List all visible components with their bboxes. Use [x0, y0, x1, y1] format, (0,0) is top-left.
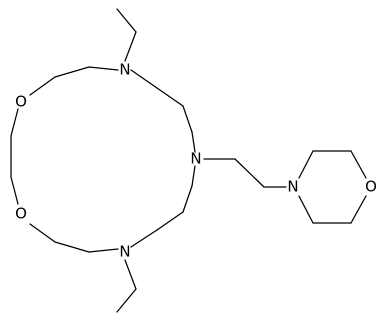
bond-c-left-upper-to-o-ring-upper: [29, 76, 56, 96]
atom-labels: N N N N O O O: [15, 61, 377, 261]
bond-n-morpholine-to-c-upper-left: [298, 150, 314, 179]
bond-c-right-upper-to-c-right-mid-upper: [156, 87, 184, 107]
bond-c-left-mid-lower-to-o-ring-lower: [10, 176, 19, 205]
bond-c-lower-left-to-n-morpholine: [298, 195, 314, 224]
bond-n-top-to-c-right-upper: [130, 69, 158, 89]
bond-o-ring-upper-to-c-left-mid-upper: [10, 108, 19, 137]
bond-n-middle-to-c-right-lower: [191, 165, 196, 187]
oxygen-atom-morpholine: O: [365, 178, 377, 196]
bond-c-right-mid-to-n-middle: [191, 131, 196, 153]
nitrogen-atom-middle: N: [190, 150, 201, 168]
linker-bonds: [203, 158, 287, 188]
macrocycle-bonds: [10, 66, 196, 253]
bond-bottom-ethyl-ch2-to-ch3: [116, 288, 137, 313]
bond-c-top-left-to-c-left-upper: [54, 66, 90, 78]
bond-c-right-lower-to-c-right-mid-lower: [182, 185, 193, 213]
nitrogen-atom-morpholine: N: [287, 178, 298, 196]
bond-n-top-to-c-top-left: [88, 66, 119, 71]
morpholine-ring-bonds: [298, 150, 367, 224]
oxygen-atom-ring-upper: O: [15, 93, 27, 111]
nitrogen-atom-top: N: [119, 61, 130, 79]
ethyl-substituent-bonds: [116, 8, 137, 313]
bond-n-top-to-ethyl-ch2: [124, 31, 137, 62]
bond-c-right-mid-upper-to-c-right-mid: [182, 105, 193, 133]
bond-c-bottom-left-to-n-bottom: [88, 248, 119, 253]
bond-c-right-bottom-to-n-bottom: [130, 229, 158, 248]
bond-c-left-lower-to-c-bottom-left: [54, 241, 90, 253]
bond-top-ethyl-ch2-to-ch3: [116, 8, 137, 33]
nitrogen-atom-bottom: N: [119, 243, 130, 261]
bond-linker-ch2-a-to-linker-ch2-b: [234, 158, 265, 188]
bond-c-upper-right-to-o-morpholine: [350, 150, 367, 179]
bond-c-right-mid-lower-to-c-right-bottom: [156, 211, 184, 231]
oxygen-atom-ring-lower: O: [15, 205, 27, 223]
bond-n-bottom-to-ethyl-ch2: [124, 259, 137, 290]
bond-o-ring-lower-to-c-left-lower: [29, 223, 56, 243]
bond-o-morpholine-to-c-lower-right: [350, 195, 367, 224]
